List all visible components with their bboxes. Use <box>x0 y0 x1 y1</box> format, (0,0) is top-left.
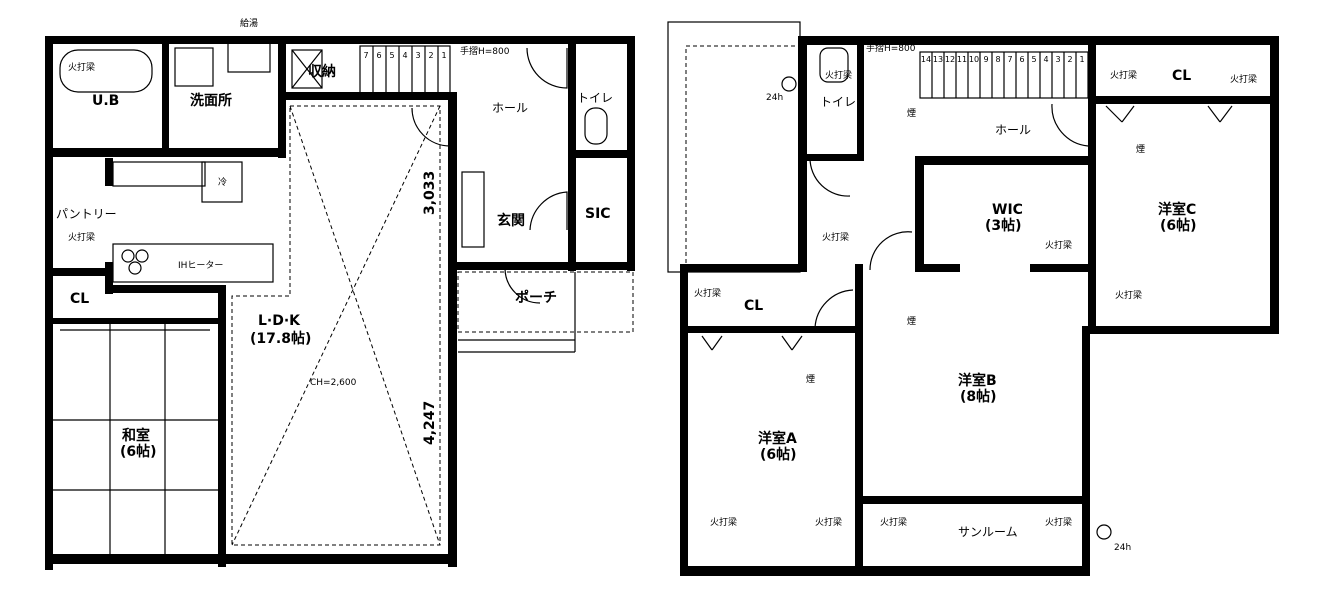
room-label-toilet: トイレ <box>820 95 856 109</box>
room-label-ldk-size: (17.8帖) <box>250 330 311 347</box>
fan-label: 24h <box>766 93 783 103</box>
stair-step-number: 10 <box>969 55 979 64</box>
room-label-closet-a: CL <box>744 298 763 314</box>
washing-machine <box>174 47 214 87</box>
stair-step-number: 1 <box>1079 55 1084 64</box>
ldk-ceiling-outline <box>231 105 441 546</box>
room-label-room-c: 洋室C <box>1158 201 1196 218</box>
room-label-sic: SIC <box>585 206 611 222</box>
handrail-label: 手摺H=800 <box>866 42 916 54</box>
room-label-room-c-size: (6帖) <box>1160 217 1197 234</box>
stair-step-number: 5 <box>389 51 394 60</box>
labels-floor2: トイレ 24h 24h ホール CL WIC (3帖) 洋室C (6帖) 洋室B… <box>694 42 1257 553</box>
bathtub <box>59 49 153 93</box>
stair-step-number: 14 <box>921 55 931 64</box>
labels-floor1: U.B 洗面所 収納 ホール トイレ パントリー 冷 玄関 SIC ポーチ CL… <box>56 17 613 460</box>
kitchen-counter <box>112 243 274 283</box>
stair-step-number: 3 <box>415 51 420 60</box>
room-label-toilet: トイレ <box>577 91 613 105</box>
brace-label: 火打梁 <box>68 231 95 243</box>
storage-box <box>291 49 323 89</box>
room-label-room-b: 洋室B <box>958 372 997 389</box>
stair-step-number: 4 <box>402 51 407 60</box>
stair-step-number: 4 <box>1043 55 1048 64</box>
ventilation-fan-icon <box>1096 524 1112 540</box>
brace-label: 火打梁 <box>710 516 737 528</box>
room-label-room-a: 洋室A <box>758 430 797 447</box>
brace-label: 火打梁 <box>1045 239 1072 251</box>
smoke-detector-label: 煙 <box>1136 144 1145 155</box>
fan-label: 24h <box>1114 543 1131 553</box>
stair-step-number: 7 <box>363 51 368 60</box>
brace-label: 火打梁 <box>68 61 95 73</box>
room-label-entrance: 玄関 <box>497 212 525 229</box>
room-label-hall: ホール <box>995 123 1031 137</box>
brace-label: 火打梁 <box>822 231 849 243</box>
handrail-label: 手摺H=800 <box>460 45 510 57</box>
porch-outline <box>457 271 634 353</box>
stair-step-number: 3 <box>1055 55 1060 64</box>
stair-step-number: 2 <box>1067 55 1072 64</box>
stair-step-number: 6 <box>376 51 381 60</box>
room-label-ldk: L·D·K <box>258 313 301 329</box>
brace-label: 火打梁 <box>694 287 721 299</box>
stair-step-number: 6 <box>1019 55 1024 64</box>
walls-floor2 <box>680 36 1279 576</box>
stair-step-number: 7 <box>1007 55 1012 64</box>
stairs-floor1 <box>359 45 485 248</box>
fixtures-floor1 <box>53 41 608 554</box>
room-label-storage: 収納 <box>308 63 336 80</box>
ventilation-fan-icon <box>781 76 797 92</box>
brace-label: 火打梁 <box>1110 69 1137 81</box>
stair-step-number: 5 <box>1031 55 1036 64</box>
water-heater-label: 給湯 <box>240 17 258 29</box>
room-label-washitsu: 和室 <box>122 427 150 444</box>
doors-floor1 <box>411 47 568 304</box>
brace-label: 火打梁 <box>1230 73 1257 85</box>
stair-step-number: 9 <box>983 55 988 64</box>
room-label-closet: CL <box>70 291 89 307</box>
smoke-detector-label: 煙 <box>907 316 916 327</box>
stair-step-number: 11 <box>957 55 967 64</box>
wash-basin <box>227 41 271 73</box>
fixtures-floor2 <box>701 47 1233 540</box>
stair-step-number: 1 <box>441 51 446 60</box>
dimension-upper: 3,033 <box>422 171 438 215</box>
smoke-detector-label: 煙 <box>806 374 815 385</box>
brace-label: 火打梁 <box>1115 289 1142 301</box>
brace-label: 火打梁 <box>880 516 907 528</box>
walls-floor1 <box>45 36 635 570</box>
toilet-fixture <box>819 47 849 83</box>
fridge <box>201 161 243 203</box>
room-label-wic-size: (3帖) <box>985 217 1022 234</box>
roof-outline <box>667 21 801 273</box>
room-label-hall: ホール <box>492 101 528 115</box>
floor-1-plan: U.B 洗面所 収納 ホール トイレ パントリー 冷 玄関 SIC ポーチ CL… <box>45 17 635 570</box>
toilet-fixture <box>584 107 608 145</box>
smoke-detector-label: 煙 <box>907 108 916 119</box>
brace-label: 火打梁 <box>815 516 842 528</box>
room-label-washroom: 洗面所 <box>190 92 232 109</box>
ceiling-height-label: CH=2,600 <box>310 378 357 388</box>
room-label-sunroom: サンルーム <box>958 525 1018 539</box>
room-label-pantry: パントリー <box>56 207 117 221</box>
room-label-porch: ポーチ <box>515 289 557 306</box>
room-label-room-b-size: (8帖) <box>960 388 997 405</box>
room-label-washitsu-size: (6帖) <box>120 443 157 460</box>
room-label-room-a-size: (6帖) <box>760 446 797 463</box>
room-label-ub: U.B <box>92 93 119 109</box>
room-label-closet-c: CL <box>1172 68 1191 84</box>
stair-step-number: 8 <box>995 55 1000 64</box>
floor-2-plan: トイレ 24h 24h ホール CL WIC (3帖) 洋室C (6帖) 洋室B… <box>667 21 1279 576</box>
ih-heater-label: IHヒーター <box>178 260 223 271</box>
dimension-lower: 4,247 <box>422 401 438 445</box>
brace-label: 火打梁 <box>1045 516 1072 528</box>
brace-label: 火打梁 <box>825 69 852 81</box>
stair-step-number: 12 <box>945 55 955 64</box>
stair-step-number: 2 <box>428 51 433 60</box>
kitchen-counter-back <box>112 161 206 187</box>
room-label-wic: WIC <box>992 202 1023 218</box>
stair-step-number: 13 <box>933 55 943 64</box>
fridge-label: 冷 <box>218 176 227 188</box>
